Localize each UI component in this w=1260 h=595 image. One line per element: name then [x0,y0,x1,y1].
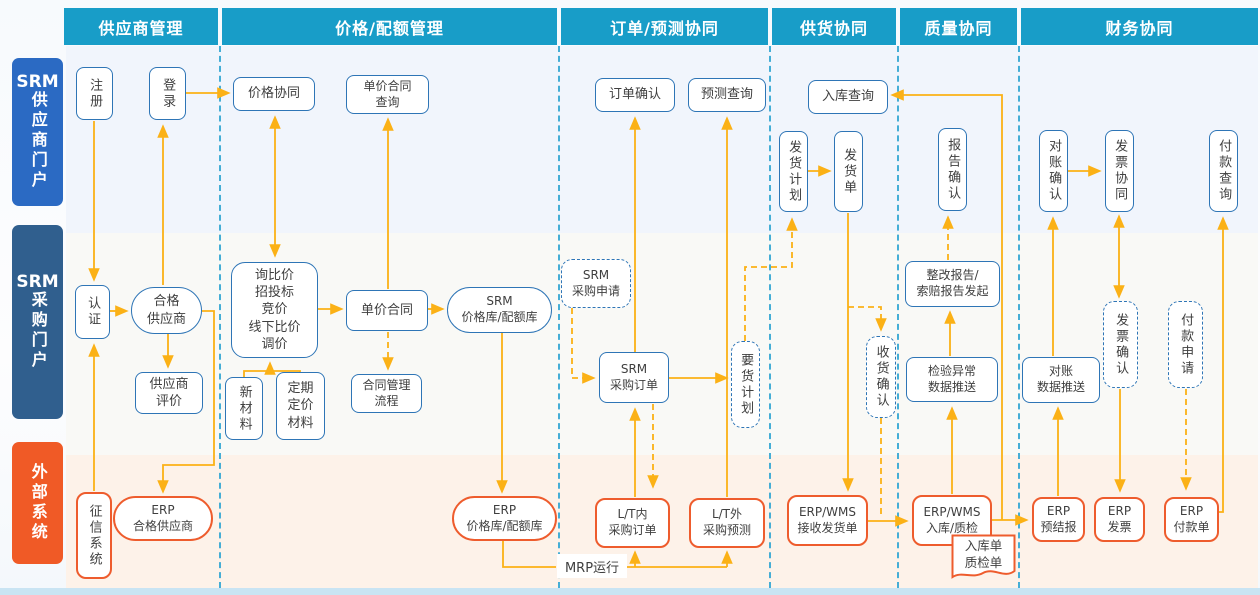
node-erp-invoice: ERP 发票 [1094,497,1145,542]
node-certification: 认证 [75,285,110,339]
node-receipt-confirm: 收货确认 [866,336,896,418]
lane-prefix: SRM [16,71,59,92]
node-price-collab: 价格协同 [233,77,315,111]
header-price-quota: 价格/配额管理 [222,8,557,45]
lane-bg-supplier-portal [66,46,1258,233]
column-separator [769,46,771,588]
node-recon-push: 对账 数据推送 [1022,357,1100,403]
lane-label-srm-purchase-portal: SRM 采购门户 [12,225,63,419]
lane-name: 外部系统 [28,463,48,543]
column-separator [1018,46,1020,588]
header-quality-collab: 质量协同 [900,8,1017,45]
node-qualified-supplier: 合格 供应商 [131,287,202,334]
node-unit-price-contract: 单价合同 [346,290,428,331]
label-mrp-run: MRP运行 [557,554,627,578]
node-erp-payment: ERP 付款单 [1164,497,1219,542]
column-separator [897,46,899,588]
header-order-forecast: 订单/预测协同 [561,8,768,45]
node-inbound-query: 入库查询 [808,80,888,114]
node-recon-confirm: 对账确认 [1039,130,1068,212]
node-sourcing: 询比价 招投标 竞价 线下比价 调价 [231,262,318,358]
node-invoice-confirm: 发票确认 [1103,301,1138,388]
node-invoice-collab: 发票协同 [1105,130,1134,212]
node-credit-system: 征信系统 [76,492,112,579]
header-supply-collab: 供货协同 [772,8,896,45]
lane-prefix: SRM [16,271,59,292]
node-srm-purchase-request: SRM 采购申请 [561,259,631,308]
node-erp-qualified-supplier: ERP 合格供应商 [113,496,213,541]
node-inbound-qc-doc: 入库单 质检单 [951,534,1016,585]
node-demand-plan: 要货计划 [731,341,760,428]
lane-name: 采购门户 [28,291,48,372]
node-order-confirm: 订单确认 [595,78,675,112]
node-login: 登录 [149,67,186,120]
document-shape-icon [951,534,1016,579]
node-erp-price-lib: ERP 价格库/配额库 [452,496,557,541]
bottom-strip [0,588,1260,595]
lane-label-external-systems: 外部系统 [12,442,63,564]
node-payment-query: 付款查询 [1209,130,1238,212]
lane-name: 供应商门户 [28,91,48,192]
node-rectify-report: 整改报告/ 索赔报告发起 [905,261,1000,307]
node-periodic-material: 定期 定价 材料 [276,372,325,440]
node-lt-in-purchase-order: L/T内 采购订单 [595,498,670,548]
column-separator [558,46,560,588]
node-lt-out-forecast: L/T外 采购预测 [689,498,765,548]
node-erp-wms-receive: ERP/WMS 接收发货单 [787,495,868,546]
node-register: 注册 [76,67,113,120]
node-delivery-note: 发货单 [834,131,863,212]
lane-label-srm-supplier-portal: SRM 供应商门户 [12,58,63,206]
header-finance-collab: 财务协同 [1021,8,1258,45]
node-report-confirm: 报告确认 [938,128,967,211]
node-supplier-eval: 供应商 评价 [135,372,203,414]
node-srm-price-lib: SRM 价格库/配额库 [447,287,552,333]
header-supplier-mgmt: 供应商管理 [64,8,218,45]
node-unit-price-contract-query: 单价合同 查询 [346,75,429,114]
node-srm-purchase-order: SRM 采购订单 [599,352,669,403]
node-contract-process: 合同管理 流程 [351,374,422,413]
node-new-material: 新材料 [225,377,263,440]
node-payment-request: 付款申请 [1168,301,1203,388]
node-erp-presettle: ERP 预结报 [1032,497,1085,542]
doc-label: 入库单 质检单 [964,538,1003,570]
column-separator [219,46,221,588]
node-delivery-plan: 发货计划 [779,131,808,212]
node-inspect-push: 检验异常 数据推送 [906,357,998,402]
node-forecast-query: 预测查询 [688,78,766,112]
